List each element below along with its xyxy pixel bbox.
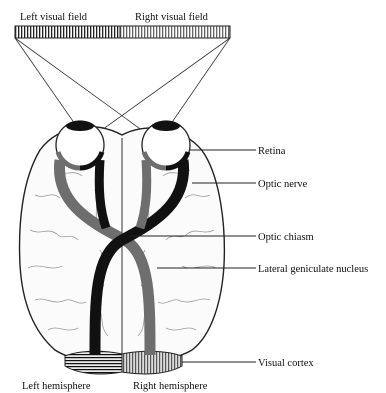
visual-cortex-label: Visual cortex — [258, 358, 314, 369]
right-lens — [152, 121, 180, 131]
right-visual-field-label: Right visual field — [135, 12, 209, 23]
lgn-label: Lateral geniculate nucleus — [258, 264, 368, 275]
left-visual-field-bar — [15, 26, 120, 38]
right-visual-field-bar — [120, 26, 230, 38]
visual-field-bar — [15, 26, 230, 38]
retina-label: Retina — [258, 146, 286, 157]
visual-cortex — [65, 351, 182, 374]
right-hemisphere-label: Right hemisphere — [133, 381, 208, 392]
left-visual-field-label: Left visual field — [20, 12, 88, 23]
optic-chiasm-label: Optic chiasm — [258, 232, 314, 243]
left-lens — [66, 121, 94, 131]
right-eye — [142, 121, 190, 169]
optic-nerve-label: Optic nerve — [258, 179, 308, 190]
left-hemisphere-label: Left hemisphere — [22, 381, 91, 392]
left-eye — [56, 121, 104, 169]
